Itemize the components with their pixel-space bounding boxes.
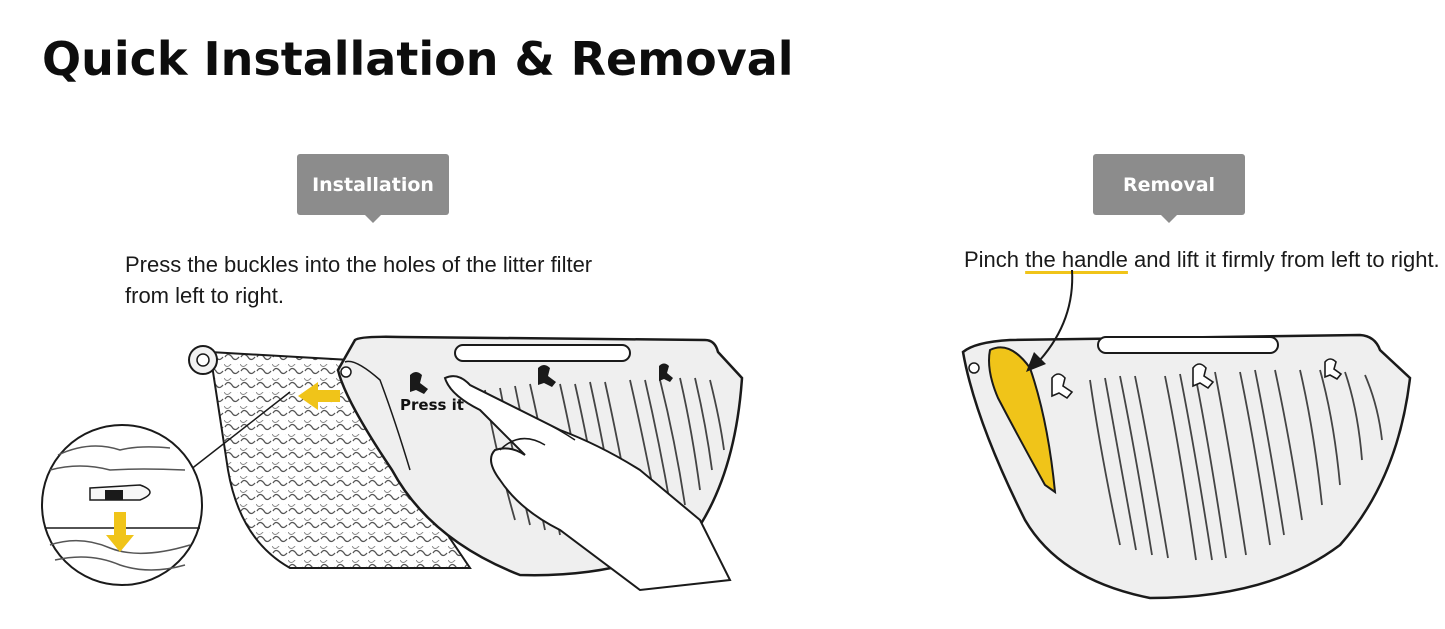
arrow-left-icon [298,382,340,410]
removal-tag: Removal [1093,154,1245,223]
removal-description-start: Pinch [964,247,1026,272]
litter-filter [188,345,472,569]
detail-magnifier [41,424,203,586]
buckle-holes [410,363,673,394]
handle-highlight: the handle [1025,247,1128,272]
press-it-callout: Press it [400,396,464,414]
page-title: Quick Installation & Removal [42,32,794,86]
installation-tag: Installation [297,154,449,223]
hand-illustration [443,375,732,592]
buckle-holes [1051,358,1343,400]
removal-description: Pinch the handle and lift it firmly from… [964,244,1442,275]
arrow-down-icon [106,512,134,552]
installation-description: Press the buckles into the holes of the … [125,252,593,308]
installation-illustration: Press it [41,335,744,592]
handle [988,346,1057,495]
removal-illustration [961,269,1412,600]
curved-arrow-icon [1026,269,1074,372]
removal-description-end: and lift it firmly from left to right. [1127,247,1440,272]
